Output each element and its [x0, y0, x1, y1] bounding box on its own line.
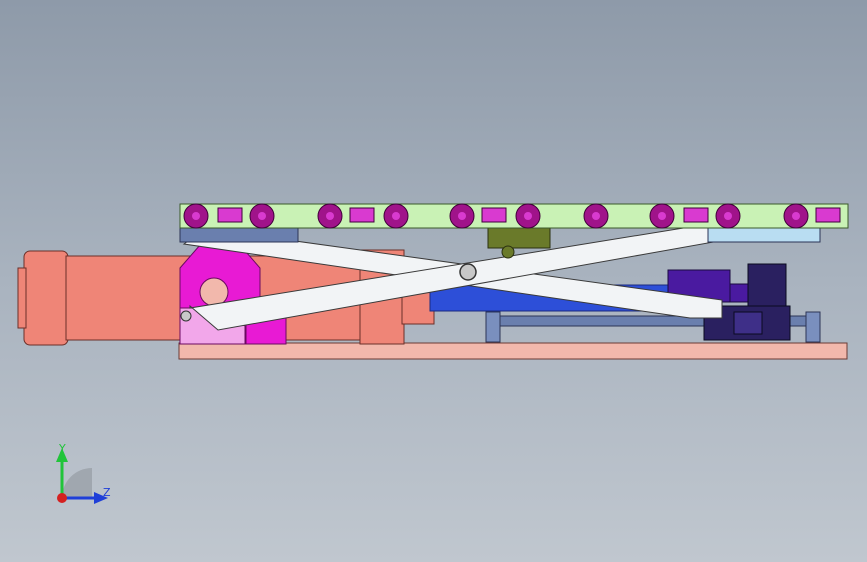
roller	[383, 203, 409, 229]
roller	[783, 203, 809, 229]
y-axis-arrow	[56, 448, 68, 462]
roller-row	[183, 203, 809, 229]
roller	[183, 203, 209, 229]
roller	[649, 203, 675, 229]
roller	[515, 203, 541, 229]
base-plate	[178, 342, 848, 360]
roller	[583, 203, 609, 229]
z-axis-label: Z	[103, 486, 111, 499]
scissor-pivot	[459, 263, 477, 281]
y-axis-label: Y	[59, 442, 66, 455]
motor-gearbox	[747, 263, 787, 313]
coordinate-triad	[48, 440, 118, 510]
roller	[317, 203, 343, 229]
bolt-row	[217, 207, 841, 223]
z-axis-arrow	[94, 492, 108, 504]
roller	[449, 203, 475, 229]
cylinder-end-cap	[23, 250, 69, 346]
platform-support-block	[487, 225, 551, 249]
x-axis-dot	[57, 493, 67, 503]
roller	[715, 203, 741, 229]
roller	[249, 203, 275, 229]
top-platform	[179, 203, 849, 229]
